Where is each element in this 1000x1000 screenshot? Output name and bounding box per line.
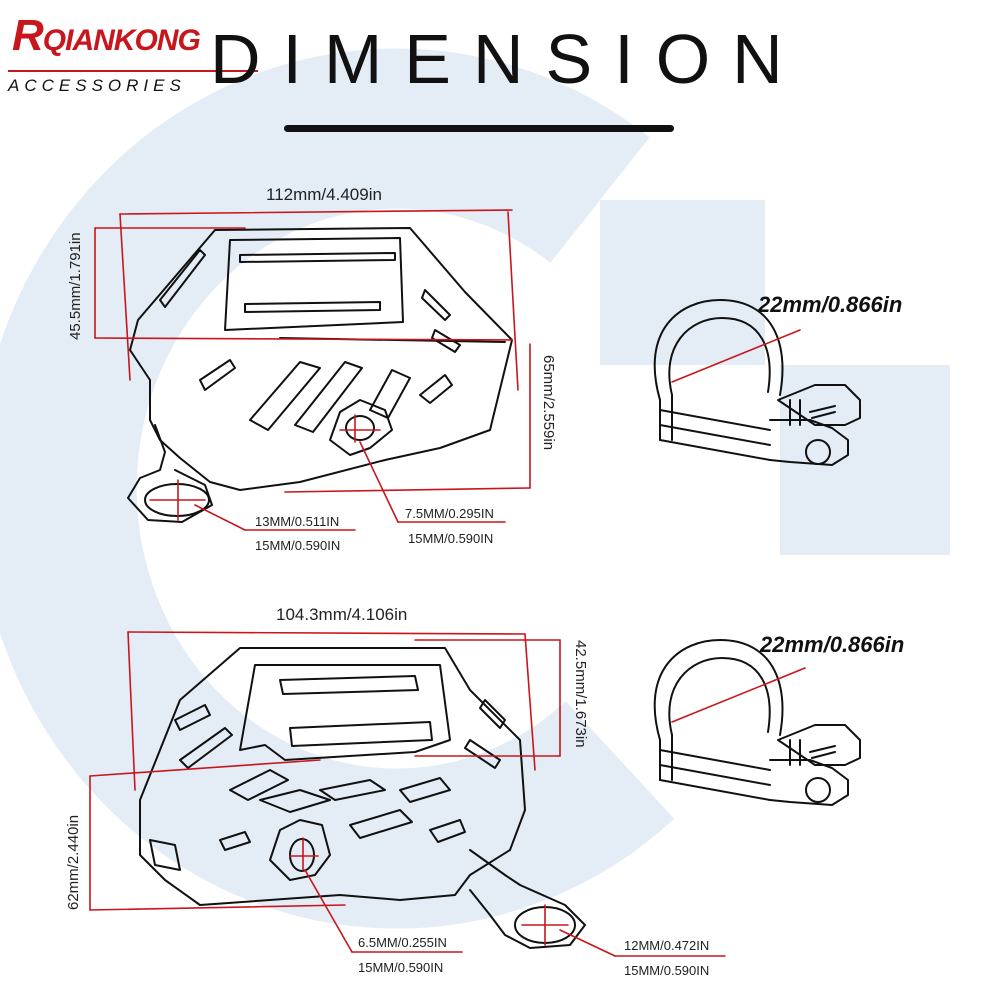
top-guard-depth-label: 45.5mm/1.791in bbox=[67, 232, 84, 340]
bottom-clamp-diameter-label: 22mm/0.866in bbox=[760, 632, 905, 657]
bottom-clamp-drawing bbox=[653, 639, 861, 806]
brand-divider bbox=[8, 70, 258, 72]
bottom-guard-right-hole-label-a: 12MM/0.472IN bbox=[624, 938, 710, 953]
top-guard-width-label: 112mm/4.409in bbox=[266, 185, 382, 204]
bottom-guard-depth-label: 42.5mm/1.673in bbox=[572, 640, 589, 748]
top-guard-drawing bbox=[127, 227, 513, 523]
brand-logo-rest: QIANKONG bbox=[42, 24, 201, 57]
top-guard-mid-hole-label-b: 15MM/0.590IN bbox=[408, 531, 494, 546]
top-guard-dimension-lines bbox=[94, 209, 531, 531]
top-clamp-drawing bbox=[653, 299, 861, 466]
bottom-guard-right-hole-label-b: 15MM/0.590IN bbox=[624, 963, 710, 978]
bottom-guard-width-label: 104.3mm/4.106in bbox=[276, 605, 408, 624]
bottom-guard-dimension-lines bbox=[89, 631, 726, 957]
top-guard-mid-hole-label-a: 7.5MM/0.295IN bbox=[405, 506, 494, 521]
top-guard-left-hole-label-b: 15MM/0.590IN bbox=[255, 538, 341, 553]
bottom-clamp-dimension-line bbox=[671, 667, 806, 723]
top-clamp-dimension-line bbox=[671, 329, 801, 383]
bottom-guard-mid-hole-label-b: 15MM/0.590IN bbox=[358, 960, 444, 975]
top-clamp-diameter-label: 22mm/0.866in bbox=[758, 292, 903, 317]
page-title: DIMENSION bbox=[210, 20, 805, 98]
bottom-guard-drawing bbox=[139, 647, 586, 949]
top-guard-height-label: 65mm/2.559in bbox=[540, 355, 557, 451]
bottom-guard-mid-hole-label-a: 6.5MM/0.255IN bbox=[358, 935, 447, 950]
title-underline bbox=[284, 125, 674, 132]
brand-logo: RQIANKONG bbox=[12, 11, 201, 60]
top-guard-left-hole-label-a: 13MM/0.511IN bbox=[255, 514, 340, 529]
bottom-guard-height-label: 62mm/2.440in bbox=[65, 814, 82, 910]
brand-logo-initial: R bbox=[12, 11, 44, 60]
brand-tagline: ACCESSORIES bbox=[8, 76, 186, 95]
